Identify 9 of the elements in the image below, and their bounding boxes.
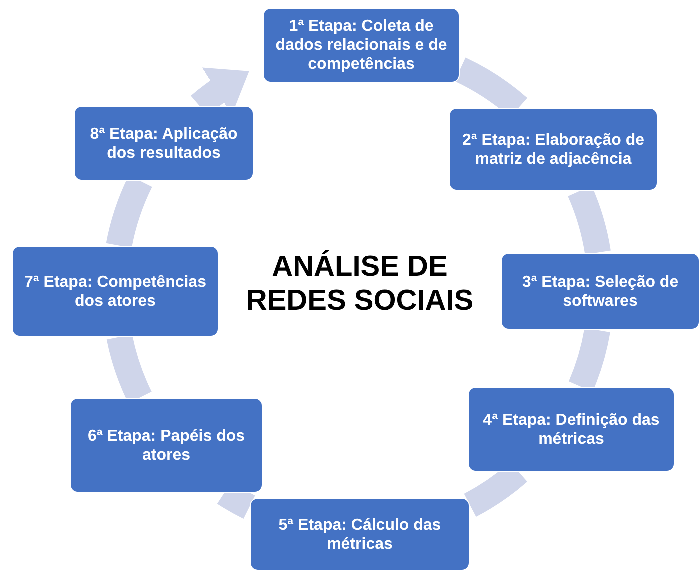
step-box: 7ª Etapa: Competências dos atores <box>12 246 219 337</box>
step-box: 4ª Etapa: Definição das métricas <box>468 387 675 472</box>
step-box: 1ª Etapa: Coleta de dados relacionais e de competências <box>263 8 460 83</box>
step-box: 6ª Etapa: Papéis dos atores <box>70 398 263 493</box>
step-box: 3ª Etapa: Seleção de softwares <box>501 253 700 330</box>
step-box: 2ª Etapa: Elaboração de matriz de adjacência <box>449 108 658 191</box>
step-box: 8ª Etapa: Aplicação dos resultados <box>74 106 254 181</box>
step-box: 5ª Etapa: Cálculo das métricas <box>250 498 470 571</box>
diagram-title: ANÁLISE DE REDES SOCIAIS <box>245 250 475 318</box>
